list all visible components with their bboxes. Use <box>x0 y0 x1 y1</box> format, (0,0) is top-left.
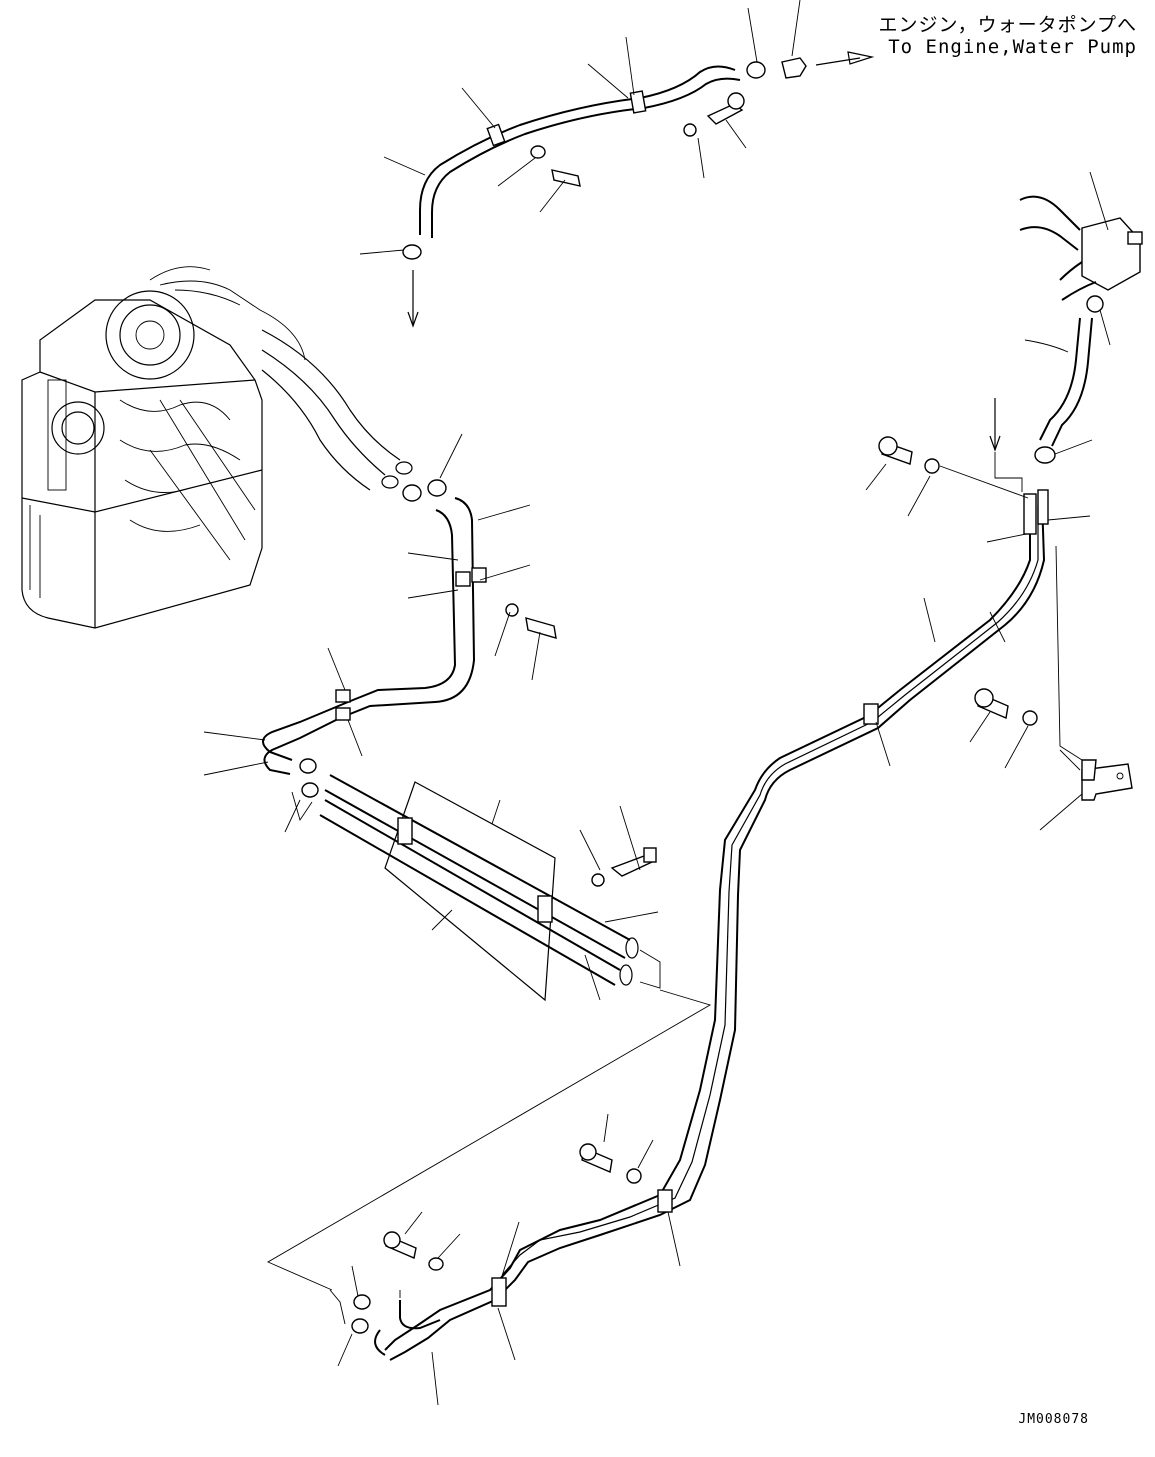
left-pipe-assembly <box>262 479 557 822</box>
tank-housing <box>21 266 413 629</box>
upper-hose-assembly <box>402 51 875 328</box>
bracket-assembly <box>865 436 1133 831</box>
upper-leader-lines <box>359 0 801 255</box>
drawing-number: JM008078 <box>1018 1412 1089 1427</box>
shield-leader-lines <box>431 799 659 1001</box>
valve-assembly <box>989 171 1143 492</box>
left-leader-lines <box>203 433 541 833</box>
destination-note-english: To Engine,Water Pump <box>888 36 1137 58</box>
destination-note-japanese: エンジン，ウォータポンプへ <box>878 14 1137 36</box>
tube-shield-section <box>267 774 712 1291</box>
long-pipe-run <box>329 446 1056 1361</box>
right-leader-lines <box>337 439 1093 1406</box>
